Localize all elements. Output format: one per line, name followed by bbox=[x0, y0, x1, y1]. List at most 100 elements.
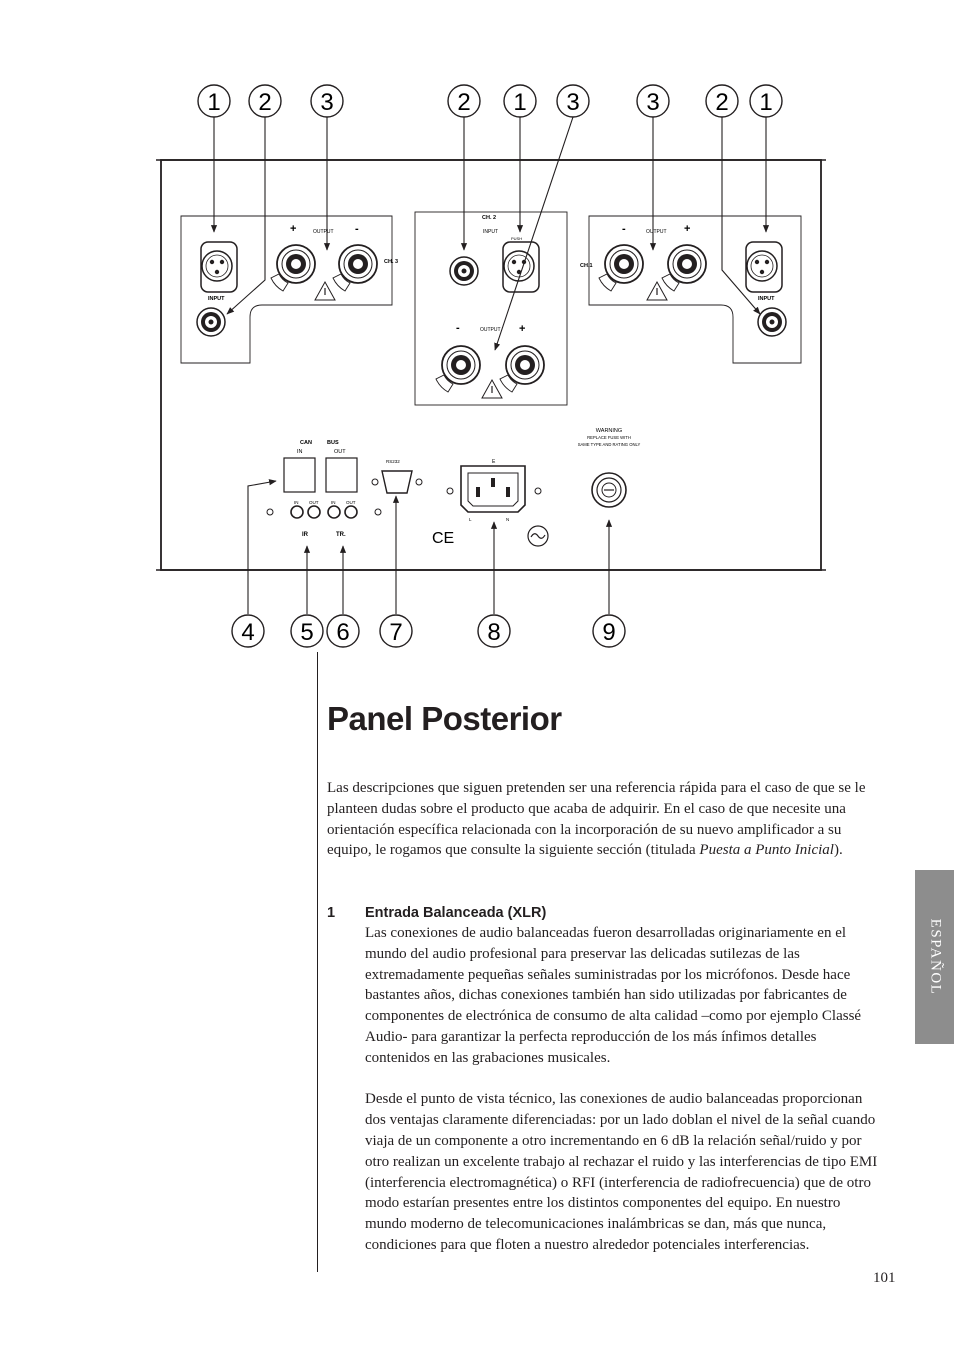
warning-triangle-icon bbox=[646, 281, 668, 301]
input-label: INPUT bbox=[483, 229, 498, 235]
tr-in-label: IN bbox=[331, 500, 336, 505]
ce-mark: CE bbox=[432, 530, 454, 547]
module-ch3: INPUT + - OUTPUT CH. 3 bbox=[180, 215, 398, 364]
callout-2-c: 2 bbox=[705, 84, 739, 118]
can-label: CAN bbox=[300, 440, 312, 446]
callout-2-a: 2 bbox=[248, 84, 282, 118]
xlr-input-ch2[interactable] bbox=[502, 241, 540, 293]
line-label: L bbox=[469, 517, 472, 522]
speaker-post-plus-ch2[interactable] bbox=[499, 345, 545, 393]
neutral-label: N bbox=[506, 517, 509, 522]
input-label: INPUT bbox=[208, 296, 225, 302]
callout-8: 8 bbox=[477, 614, 511, 648]
ir-out-jack[interactable] bbox=[307, 505, 321, 519]
callout-number: 3 bbox=[320, 89, 333, 116]
tr-out-label: OUT bbox=[346, 500, 356, 505]
output-label: OUTPUT bbox=[646, 229, 667, 235]
speaker-post-minus-ch1[interactable] bbox=[598, 244, 644, 292]
plus-label: + bbox=[519, 323, 525, 335]
can-out-port[interactable] bbox=[325, 457, 358, 493]
ir-label: IR bbox=[302, 532, 309, 538]
speaker-post-minus-ch3[interactable] bbox=[332, 244, 378, 292]
power-inlet: E L N CE bbox=[432, 459, 549, 547]
push-label: PUSH bbox=[511, 236, 522, 241]
callout-arrows bbox=[210, 116, 770, 614]
can-in-port[interactable] bbox=[283, 457, 316, 493]
chassis bbox=[156, 159, 826, 571]
rca-input-ch3[interactable] bbox=[196, 307, 226, 337]
can-out-label: OUT bbox=[334, 449, 346, 455]
callout-number: 2 bbox=[457, 89, 470, 116]
vertical-rule bbox=[317, 652, 318, 1272]
callout-6: 6 bbox=[326, 614, 360, 648]
callout-number: 8 bbox=[487, 619, 500, 646]
language-tab-label: ESPAÑOL bbox=[927, 918, 943, 996]
language-tab: ESPAÑOL bbox=[915, 870, 954, 1044]
warning-label: WARNING bbox=[596, 428, 622, 434]
warning-line1: REPLACE FUSE WITH bbox=[587, 435, 631, 440]
callouts-bottom: 4 5 6 7 8 9 bbox=[231, 614, 626, 648]
callout-1-a: 1 bbox=[197, 84, 231, 118]
minus-label: - bbox=[622, 223, 626, 235]
input-label: INPUT bbox=[758, 296, 775, 302]
callout-number: 1 bbox=[207, 89, 220, 116]
callout-3-a: 3 bbox=[310, 84, 344, 118]
section-paragraph: Las conexiones de audio balanceadas fuer… bbox=[365, 925, 862, 1066]
module-ch2: CH. 2 INPUT PUSH - + OUTPUT bbox=[414, 211, 568, 406]
ir-in-label: IN bbox=[294, 500, 299, 505]
plus-label: + bbox=[684, 223, 690, 235]
minus-label: - bbox=[456, 322, 460, 334]
callout-4: 4 bbox=[231, 614, 265, 648]
callout-1-b: 1 bbox=[503, 84, 537, 118]
xlr-input-ch1[interactable] bbox=[745, 241, 783, 293]
intro-text: Las descripciones que siguen pretenden s… bbox=[327, 780, 866, 859]
callout-5: 5 bbox=[290, 614, 324, 648]
callout-number: 4 bbox=[241, 619, 254, 646]
section-body: Las conexiones de audio balanceadas fuer… bbox=[365, 923, 881, 1256]
speaker-post-plus-ch1[interactable] bbox=[661, 244, 707, 292]
bus-label: BUS bbox=[327, 440, 339, 446]
callout-3-b: 3 bbox=[556, 84, 590, 118]
callout-number: 3 bbox=[566, 89, 579, 116]
section-title: Entrada Balanceada (XLR) bbox=[365, 905, 547, 921]
callout-1-c: 1 bbox=[749, 84, 783, 118]
plus-label: + bbox=[290, 223, 296, 235]
ch1-label: CH.1 bbox=[580, 263, 593, 269]
trigger-in-jack[interactable] bbox=[327, 505, 341, 519]
callout-number: 1 bbox=[513, 89, 526, 116]
intro-italic-reference: Puesta a Punto Inicial bbox=[699, 842, 834, 859]
xlr-input-ch3[interactable] bbox=[200, 241, 238, 293]
rca-input-ch1[interactable] bbox=[757, 307, 787, 337]
rca-input-ch2[interactable] bbox=[449, 256, 479, 286]
callouts-top: 1 2 3 2 1 3 3 2 1 bbox=[197, 84, 783, 118]
speaker-post-minus-ch2[interactable] bbox=[435, 345, 481, 393]
page-number: 101 bbox=[873, 1270, 896, 1286]
warning-triangle-icon bbox=[314, 281, 336, 301]
callout-number: 2 bbox=[258, 89, 271, 116]
earth-label: E bbox=[492, 459, 496, 465]
minus-label: - bbox=[355, 223, 359, 235]
callout-9: 9 bbox=[592, 614, 626, 648]
rs232-label: RS232 bbox=[386, 459, 400, 464]
ac-symbol-icon bbox=[527, 525, 549, 547]
module-ch1: - + OUTPUT CH.1 INPUT bbox=[580, 215, 802, 364]
ch2-label: CH. 2 bbox=[482, 215, 496, 221]
can-in-label: IN bbox=[297, 449, 303, 455]
speaker-post-plus-ch3[interactable] bbox=[270, 244, 316, 292]
warning-line2: SAME TYPE AND RATING ONLY bbox=[578, 442, 641, 447]
callout-7: 7 bbox=[379, 614, 413, 648]
control-connectors: CAN BUS IN OUT IN OUT IN OUT IR TR. RS23… bbox=[266, 440, 423, 538]
ch3-label: CH. 3 bbox=[384, 259, 398, 265]
page-title: Panel Posterior bbox=[327, 700, 562, 737]
callout-number: 6 bbox=[336, 619, 349, 646]
callout-number: 7 bbox=[389, 619, 402, 646]
intro-text-end: ). bbox=[833, 842, 843, 859]
callout-number: 9 bbox=[602, 619, 615, 646]
iec-power-socket[interactable] bbox=[460, 465, 526, 513]
ir-in-jack[interactable] bbox=[290, 505, 304, 519]
rs232-port[interactable] bbox=[381, 470, 413, 494]
callout-number: 3 bbox=[646, 89, 659, 116]
trigger-out-jack[interactable] bbox=[344, 505, 358, 519]
ir-out-label: OUT bbox=[309, 500, 319, 505]
